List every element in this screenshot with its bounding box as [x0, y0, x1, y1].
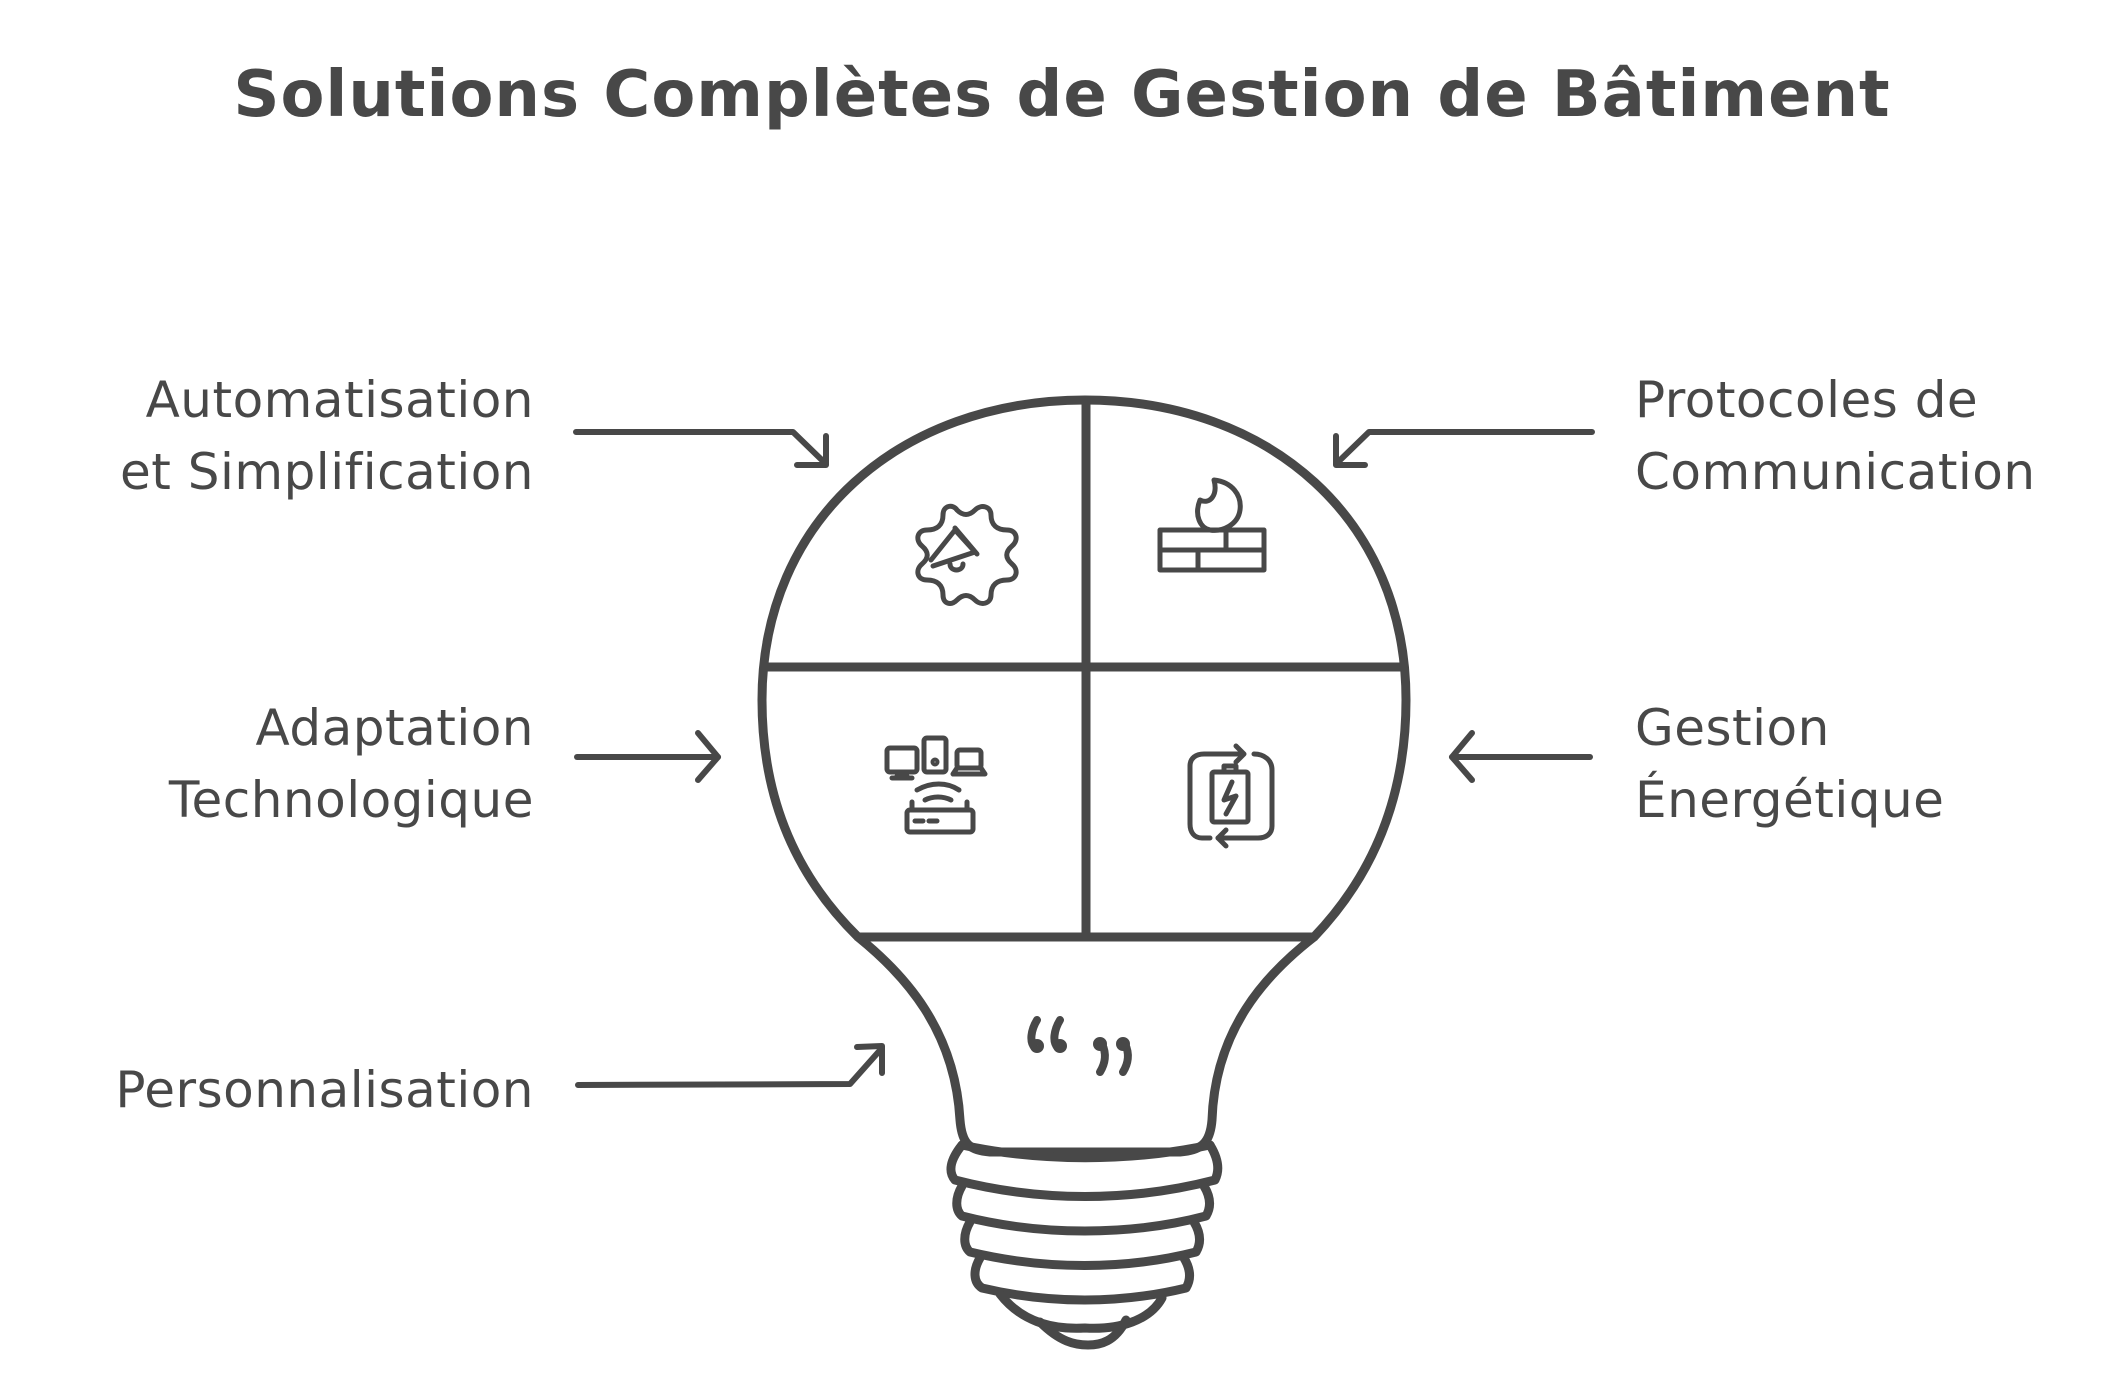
arrow-protocols: [1333, 429, 1595, 468]
gear-megaphone-icon: [915, 503, 1019, 606]
firewall-flame-icon: [1157, 477, 1267, 573]
label-automation-line2: et Simplification: [119, 443, 534, 501]
arrow-adaptation: [574, 730, 721, 783]
bulb-dividers: [763, 397, 1407, 942]
label-energy-line2: Énergétique: [1635, 771, 1945, 829]
label-protocols-line2: Communication: [1635, 443, 2036, 501]
label-protocols-line1: Protocoles de: [1635, 371, 1979, 429]
label-automation-line1: Automatisation: [145, 371, 534, 429]
devices-router-icon: [884, 735, 988, 835]
diagram-title: Solutions Complètes de Gestion de Bâtime…: [233, 58, 1891, 132]
bulb-base: [946, 1140, 1223, 1350]
arrow-personalization: [575, 1043, 885, 1088]
label-adaptation-line1: Adaptation: [255, 699, 534, 757]
battery-cycle-icon: [1187, 743, 1275, 849]
label-adaptation: Adaptation Technologique: [169, 692, 534, 836]
arrow-automation: [573, 429, 829, 468]
label-adaptation-line2: Technologique: [168, 771, 534, 829]
label-personalization: Personnalisation: [115, 1054, 534, 1126]
label-energy-line1: Gestion: [1635, 699, 1830, 757]
label-automation: Automatisation et Simplification: [120, 364, 534, 508]
arrow-energy: [1449, 730, 1593, 783]
label-energy: Gestion Énergétique: [1635, 692, 1944, 836]
label-protocols: Protocoles de Communication: [1635, 364, 2036, 508]
label-personalization-line1: Personnalisation: [115, 1061, 534, 1119]
quote-marks-icon: [1027, 1016, 1132, 1076]
